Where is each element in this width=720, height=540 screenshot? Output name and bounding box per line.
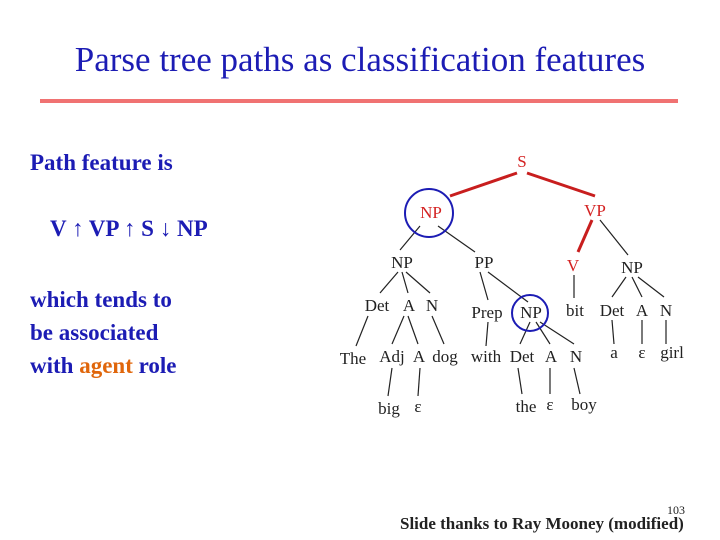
description-role: role xyxy=(132,353,177,378)
np-pp-highlight-circle xyxy=(511,294,549,332)
edge-n-dog xyxy=(431,315,445,345)
node-det-1: Det xyxy=(365,296,390,315)
node-det-3: Det xyxy=(510,347,535,366)
edge-np-npinner xyxy=(399,225,421,251)
word-the-1: The xyxy=(340,349,366,368)
edge-a-a xyxy=(407,315,419,345)
word-dog: dog xyxy=(432,347,458,366)
page-number: 103 xyxy=(667,503,685,517)
edge-npinner-n xyxy=(405,271,431,294)
edge-det-the2 xyxy=(517,367,523,395)
node-pp: PP xyxy=(475,253,494,272)
edge-vp-v xyxy=(576,219,594,253)
word-bit: bit xyxy=(566,301,584,320)
node-a-4: A xyxy=(545,347,558,366)
epsilon-2: ε xyxy=(414,397,421,416)
node-a-2: A xyxy=(636,301,649,320)
path-feature-label: Path feature is xyxy=(30,150,173,175)
edge-a-eps2 xyxy=(417,367,421,397)
edge-npinner-det xyxy=(379,271,399,294)
edge-det-the xyxy=(355,315,369,347)
epsilon-1: ε xyxy=(638,343,645,362)
word-with: with xyxy=(471,347,502,366)
credit-line: Slide thanks to Ray Mooney (modified) xyxy=(400,514,684,533)
word-a: a xyxy=(610,343,618,362)
description-line-1: which tends to xyxy=(30,287,172,312)
node-prep: Prep xyxy=(471,303,502,322)
edge-np-det xyxy=(519,321,531,345)
node-det-2: Det xyxy=(600,301,625,320)
edge-np-pp xyxy=(437,225,476,253)
description-with: with xyxy=(30,353,74,378)
agent-highlight: agent xyxy=(79,353,133,378)
node-np-inner: NP xyxy=(391,253,413,272)
path-expression: V ↑ VP ↑ S ↓ NP xyxy=(50,216,208,241)
title-divider xyxy=(40,99,678,103)
edge-npinner-a xyxy=(401,271,409,294)
word-the-2: the xyxy=(516,397,537,416)
edge-prep-with xyxy=(485,321,489,347)
node-np-object: NP xyxy=(621,258,643,277)
slide-title: Parse tree paths as classification featu… xyxy=(74,40,646,79)
node-vp: VP xyxy=(584,201,606,220)
description-line-2: be associated xyxy=(30,320,159,345)
node-a-3: A xyxy=(413,347,426,366)
edge-np-a xyxy=(535,321,551,345)
word-big: big xyxy=(378,399,400,418)
edge-npobj-n xyxy=(637,276,665,298)
path-edges xyxy=(449,171,596,253)
edge-adj-big xyxy=(387,367,393,397)
edge-n-boy xyxy=(573,367,581,395)
edge-npobj-det xyxy=(611,276,627,298)
node-n-2: N xyxy=(660,301,672,320)
edge-npobj-a xyxy=(631,276,643,298)
edge-s-vp xyxy=(526,171,596,198)
edge-np-n xyxy=(539,321,575,345)
node-np-pp: NP xyxy=(520,303,542,322)
edge-a-adj xyxy=(391,315,405,345)
node-s: S xyxy=(517,152,526,171)
node-np-subject: NP xyxy=(420,203,442,222)
word-girl: girl xyxy=(660,343,684,362)
node-adj: Adj xyxy=(379,347,405,366)
edge-det-a-word xyxy=(611,319,615,345)
description-line-3: with agent role xyxy=(30,349,260,382)
node-a-1: A xyxy=(403,296,416,315)
description: which tends to be associated with agent … xyxy=(30,283,260,382)
edge-pp-prep xyxy=(479,271,489,301)
node-n-3: N xyxy=(570,347,582,366)
edge-vp-npobj xyxy=(599,219,629,256)
node-v: V xyxy=(567,256,580,275)
epsilon-3: ε xyxy=(546,395,553,414)
tree-edges xyxy=(355,219,667,397)
node-n-1: N xyxy=(426,296,438,315)
edge-s-np xyxy=(449,171,518,198)
np-highlight-circle xyxy=(404,188,454,238)
word-boy: boy xyxy=(571,395,597,414)
